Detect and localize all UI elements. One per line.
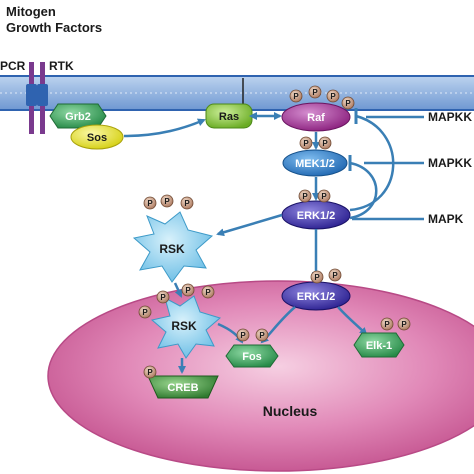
phospho-group-fos: P P (236, 328, 269, 342)
phospho-erk-cyto-2: P (317, 189, 331, 203)
phospho-elk-1: P (380, 317, 394, 331)
phospho-fos-1: P (236, 328, 250, 342)
svg-text:P: P (259, 331, 265, 340)
nucleus-label: Nucleus (263, 403, 318, 419)
sos-to-ras-arrow (123, 118, 206, 138)
svg-text:P: P (160, 293, 166, 302)
rtk-receptor (26, 62, 48, 134)
phospho-elk-2: P (397, 317, 411, 331)
mapkk-label: MAPKK (428, 156, 472, 170)
svg-text:P: P (164, 197, 170, 206)
rsk-translocation-arrow (173, 282, 183, 298)
phospho-fos-2: P (255, 328, 269, 342)
phospho-group-rsk-nuc: P P P P (138, 283, 215, 319)
phospho-creb-1: P (143, 365, 157, 379)
nucleus: Nucleus (47, 280, 474, 472)
gpcr-label: PCR (0, 59, 26, 73)
erk-cytoplasm-node: ERK1/2 (281, 200, 351, 230)
erk-to-elk-arrow (337, 306, 368, 336)
phospho-group-erk-cyto: P P (298, 189, 331, 203)
svg-text:P: P (384, 320, 390, 329)
erk-cytoplasm-label: ERK1/2 (297, 210, 336, 222)
phospho-raf-1: P (289, 89, 303, 103)
phospho-erk-cyto-1: P (298, 189, 312, 203)
rtk-label: RTK (49, 59, 74, 73)
fos-label: Fos (242, 351, 262, 363)
grb2-label: Grb2 (65, 111, 91, 123)
svg-text:P: P (184, 199, 190, 208)
phospho-mek-1: P (299, 136, 313, 150)
phospho-raf-2: P (308, 85, 322, 99)
phospho-rsk-cyto-2: P (160, 194, 174, 208)
title-growth-factors: Growth Factors (6, 20, 102, 35)
ras-label: Ras (219, 111, 239, 123)
phospho-erk-nuc-1: P (310, 270, 324, 284)
mek-label: MEK1/2 (295, 158, 335, 170)
elk1-label: Elk-1 (366, 340, 392, 352)
phospho-rsk-nuc-2: P (181, 283, 195, 297)
svg-text:P: P (142, 308, 148, 317)
svg-text:P: P (147, 199, 153, 208)
svg-text:P: P (147, 368, 153, 377)
rsk-nuclear-node: RSK (150, 295, 222, 359)
fos-node: Fos (225, 344, 279, 368)
mapk-label: MAPK (428, 212, 464, 226)
svg-text:P: P (332, 271, 338, 280)
svg-text:P: P (401, 320, 407, 329)
svg-text:P: P (240, 331, 246, 340)
phospho-rsk-cyto-3: P (180, 196, 194, 210)
phospho-raf-3: P (326, 89, 340, 103)
phospho-rsk-nuc-4: P (138, 305, 152, 319)
phospho-group-rsk-cyto: P P P (143, 194, 194, 210)
erk-nuclear-label: ERK1/2 (297, 291, 336, 303)
svg-text:P: P (314, 273, 320, 282)
phospho-raf-4: P (341, 96, 355, 110)
ras-node: Ras (205, 103, 253, 129)
sos-label: Sos (87, 132, 107, 144)
phospho-rsk-nuc-1: P (156, 290, 170, 304)
phospho-group-elk: P P (380, 317, 411, 331)
erk-nuclear-node: ERK1/2 (281, 281, 351, 311)
svg-text:P: P (205, 288, 211, 297)
creb-label: CREB (167, 382, 198, 394)
phospho-rsk-cyto-1: P (143, 196, 157, 210)
erk-feedback-to-raf (349, 114, 395, 212)
elk1-node: Elk-1 (353, 332, 405, 358)
phospho-group-creb: P (143, 365, 157, 379)
phospho-group-raf: P P P P (289, 85, 355, 110)
raf-node: Raf (281, 102, 351, 132)
svg-text:P: P (345, 99, 351, 108)
phospho-erk-nuc-2: P (328, 268, 342, 282)
sos-node: Sos (70, 124, 124, 150)
phospho-group-mek: P P (299, 136, 332, 150)
svg-text:P: P (293, 92, 299, 101)
svg-text:P: P (302, 192, 308, 201)
phospho-group-erk-nuc: P P (310, 268, 342, 284)
phospho-rsk-nuc-3: P (201, 285, 215, 299)
erk-to-rsk-arrow (216, 213, 283, 237)
creb-node: CREB (147, 375, 219, 399)
grb2-node: Grb2 (49, 103, 107, 129)
erk-feedback-to-mek (349, 161, 378, 220)
svg-text:P: P (312, 88, 318, 97)
rsk-cytoplasm-label: RSK (159, 242, 185, 256)
phospho-mek-2: P (318, 136, 332, 150)
svg-text:P: P (185, 286, 191, 295)
rsk-nuclear-label: RSK (171, 319, 197, 333)
svg-text:P: P (330, 92, 336, 101)
title-mitogen: Mitogen (6, 4, 56, 19)
raf-label: Raf (307, 112, 325, 124)
svg-text:P: P (303, 139, 309, 148)
rsk-cytoplasm-node: RSK (132, 211, 214, 283)
svg-text:P: P (321, 192, 327, 201)
svg-text:P: P (322, 139, 328, 148)
mapkkk-label: MAPKK (428, 110, 472, 124)
mek-node: MEK1/2 (282, 149, 348, 177)
